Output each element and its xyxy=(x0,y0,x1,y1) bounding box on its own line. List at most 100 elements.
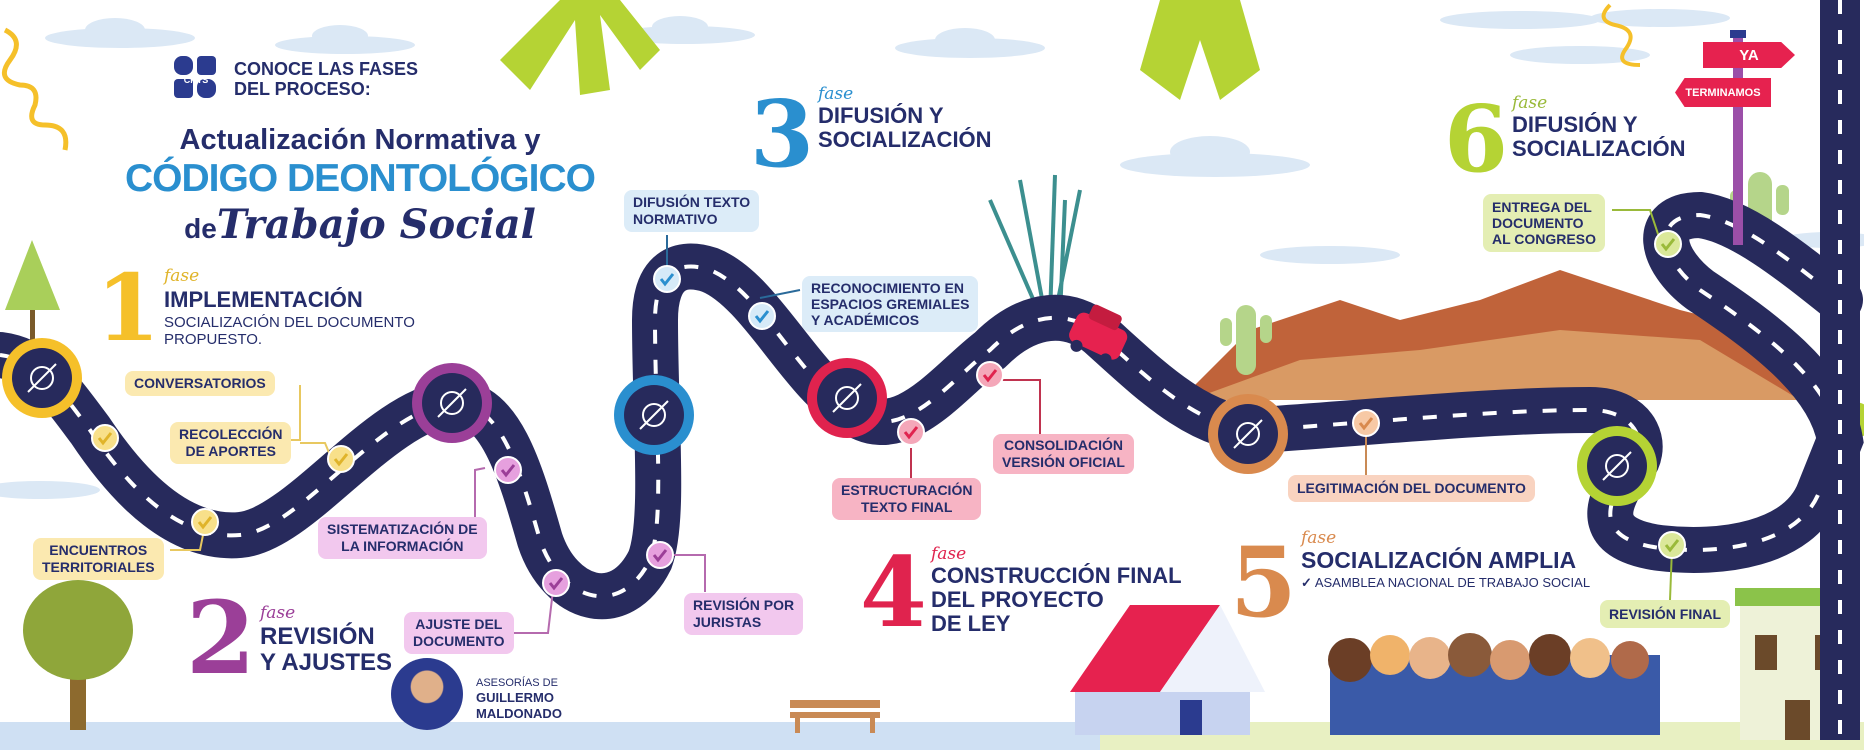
label: AJUSTE DEL xyxy=(415,616,503,632)
milestone-legitimacion: LEGITIMACIÓN DEL DOCUMENTO xyxy=(1288,475,1535,502)
phase-4-number: 4 xyxy=(860,536,927,649)
handshake-justice-icon xyxy=(1602,451,1632,481)
phase-5-number: 5 xyxy=(1230,526,1297,639)
signpost-pole xyxy=(1733,35,1743,245)
label: DE APORTES xyxy=(185,443,276,459)
checkpoint-check-icon xyxy=(494,456,522,484)
check-icon: ✓ xyxy=(1301,575,1312,590)
signpost-cap xyxy=(1730,30,1746,38)
title-line: SOCIALIZACIÓN xyxy=(1512,136,1686,161)
phase-station-2 xyxy=(412,363,492,443)
label: DIFUSIÓN TEXTO xyxy=(633,194,751,210)
checkpoint-check-icon xyxy=(653,265,681,293)
phase-5-title: SOCIALIZACIÓN AMPLIA xyxy=(1301,547,1577,573)
label: AL CONGRESO xyxy=(1492,231,1596,247)
credit-name: GUILLERMO xyxy=(476,690,554,705)
label: ENCUENTROS xyxy=(49,542,148,558)
checkpoint-check-icon xyxy=(327,445,355,473)
label: DOCUMENTO xyxy=(1492,215,1584,231)
phase-station-1 xyxy=(2,338,82,418)
label: Y ACADÉMICOS xyxy=(811,312,920,328)
checkpoint-check-icon xyxy=(191,508,219,536)
title-line: SOCIALIZACIÓN xyxy=(818,127,992,152)
phase-3-number: 3 xyxy=(750,80,815,188)
checkpoint-check-icon xyxy=(897,418,925,446)
phase-3-title: DIFUSIÓN Y SOCIALIZACIÓN xyxy=(818,104,992,152)
label: ENTREGA DEL xyxy=(1492,199,1592,215)
advisor-photo xyxy=(391,658,463,730)
squiggle-decoration xyxy=(1601,3,1641,67)
phase-2-fase: fase xyxy=(260,603,296,623)
title-de: de xyxy=(184,213,217,244)
checkpoint-check-icon xyxy=(1658,531,1686,559)
connector-lines xyxy=(170,209,1673,634)
checkpoint-check-icon xyxy=(646,541,674,569)
agave-plant xyxy=(988,174,1082,316)
megaphone-icon xyxy=(639,400,669,430)
label: CONSOLIDACIÓN xyxy=(1003,437,1123,453)
phase-6-title: DIFUSIÓN Y SOCIALIZACIÓN xyxy=(1512,113,1686,161)
label: RECONOCIMIENTO EN xyxy=(811,280,964,296)
checkpoint-check-icon xyxy=(748,302,776,330)
phase-station-5 xyxy=(1208,394,1288,474)
phase-6-number: 6 xyxy=(1444,85,1509,193)
phase-2-number: 2 xyxy=(186,579,256,697)
network-icon xyxy=(1233,419,1263,449)
phase-stations xyxy=(2,338,1657,506)
label: LA INFORMACIÓN xyxy=(341,538,464,554)
phase-4-title: CONSTRUCCIÓN FINAL DEL PROYECTO DE LEY xyxy=(931,564,1182,636)
house-illustration xyxy=(1070,605,1265,735)
checkpoint-check-icon xyxy=(1352,409,1380,437)
phase-1-fase: fase xyxy=(164,266,200,286)
phase-1-subtitle: SOCIALIZACIÓN DEL DOCUMENTO PROPUESTO. xyxy=(164,314,415,348)
title-line: DE LEY xyxy=(931,611,1011,636)
credit-text: ASESORÍAS DE GUILLERMO MALDONADO xyxy=(476,676,562,722)
title-line: DIFUSIÓN Y xyxy=(818,103,944,128)
phase-4-fase: fase xyxy=(931,544,967,564)
car-illustration xyxy=(1069,304,1128,366)
intro-text: CONOCE LAS FASES DEL PROCESO: xyxy=(234,59,418,99)
pencil-star-icon xyxy=(27,363,57,393)
title-line-2: CÓDIGO DEONTOLÓGICO xyxy=(125,157,596,200)
phase-1-number: 1 xyxy=(96,254,161,362)
label: TERRITORIALES xyxy=(42,559,155,575)
label: REVISIÓN FINAL xyxy=(1609,605,1722,622)
subtitle-line: SOCIALIZACIÓN DEL DOCUMENTO xyxy=(164,314,415,331)
label: TEXTO FINAL xyxy=(860,499,953,515)
checkpoint-check-icon xyxy=(91,424,119,452)
squiggle-decoration xyxy=(1,27,69,151)
label: VERSIÓN OFICIAL xyxy=(1002,454,1125,470)
title-line-3: deTrabajo Social xyxy=(70,202,650,252)
milestone-conversatorios: CONVERSATORIOS xyxy=(125,371,275,396)
title-line: DEL PROYECTO xyxy=(931,587,1104,612)
phase-5-fase: fase xyxy=(1301,528,1337,548)
title-trabajo-social: Trabajo Social xyxy=(216,201,536,248)
label: ESPACIOS GREMIALES xyxy=(811,296,970,312)
tree-illustration xyxy=(5,240,133,730)
title-line: DIFUSIÓN Y xyxy=(1512,112,1638,137)
cnts-logo: CNTS xyxy=(174,56,218,100)
phase-1-title: IMPLEMENTACIÓN xyxy=(164,287,363,312)
phase-2-title: REVISIÓN Y AJUSTES xyxy=(260,624,392,676)
label: NORMATIVO xyxy=(633,211,718,227)
credit-name: MALDONADO xyxy=(476,706,562,721)
phase-3-fase: fase xyxy=(818,84,854,104)
sign-ya: YA xyxy=(1703,42,1795,68)
label: ESTRUCTURACIÓN xyxy=(841,482,973,498)
subtitle-text: ASAMBLEA NACIONAL DE TRABAJO SOCIAL xyxy=(1314,575,1591,590)
phase-station-6 xyxy=(1577,426,1657,506)
checkpoint-check-icon xyxy=(1654,230,1682,258)
sign-terminamos: TERMINAMOS xyxy=(1675,78,1771,107)
clouds xyxy=(0,9,1864,499)
phase-station-3 xyxy=(614,375,694,455)
logo-text: CNTS xyxy=(184,75,209,85)
label: DOCUMENTO xyxy=(413,633,505,649)
